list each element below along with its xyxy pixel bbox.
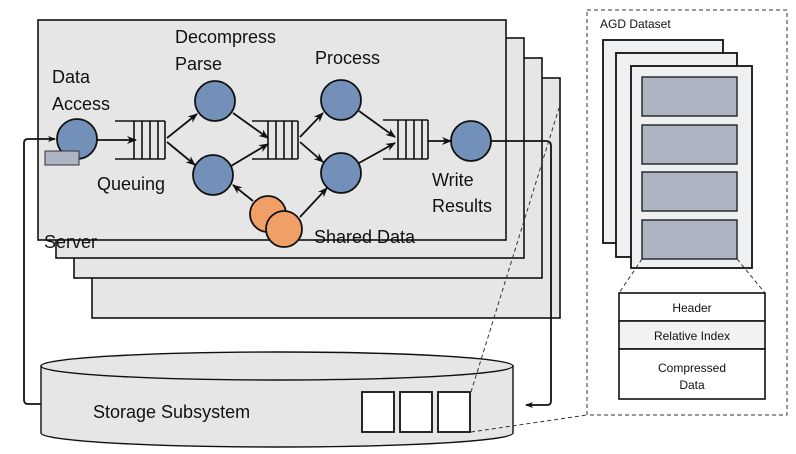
server-stack-overlay xyxy=(37,19,561,319)
edge-process-2-to-queue3 xyxy=(358,142,396,164)
queue-3 xyxy=(383,119,429,160)
agd-dataset-title: AGD Dataset xyxy=(600,17,671,31)
decompress-label: Decompress xyxy=(175,27,276,47)
edge-shared-to-process xyxy=(299,187,328,218)
edge-write-to-storage xyxy=(491,140,552,408)
agd-chunk-3 xyxy=(641,171,738,212)
data-access-buffer xyxy=(44,150,80,166)
process-node-1 xyxy=(320,79,362,121)
results-label: Results xyxy=(432,196,492,216)
queuing-label: Queuing xyxy=(97,174,165,194)
relative-index-label: Relative Index xyxy=(654,329,730,343)
storage-subsystem: Storage Subsystem xyxy=(40,351,514,448)
process-node-2 xyxy=(320,152,362,194)
edge-queue2-to-process-1 xyxy=(299,112,324,138)
storage-label: Storage Subsystem xyxy=(93,402,250,422)
decompress-node-2 xyxy=(192,154,234,196)
shared-data-node-2 xyxy=(265,210,303,248)
edge-queue2-to-process-2 xyxy=(299,141,324,163)
queue-2 xyxy=(252,120,299,160)
zoom-line-bottom xyxy=(470,414,588,433)
edge-queue1-to-decompress-2 xyxy=(166,141,196,166)
parse-label: Parse xyxy=(175,54,222,74)
edge-decompress-1-to-queue2 xyxy=(232,112,269,139)
chunk-relative-index xyxy=(618,320,766,350)
edge-queue1-to-decompress-1 xyxy=(166,113,198,139)
chunk-format: Header Relative Index Compressed Data xyxy=(618,292,766,400)
process-label: Process xyxy=(315,48,380,68)
compressed-label: Compressed xyxy=(658,361,726,375)
server-label: Server xyxy=(44,232,97,252)
edge-shared-to-decompress xyxy=(232,184,254,202)
data-access-label-line2: Access xyxy=(52,94,110,114)
agd-dataset-panel xyxy=(586,9,788,416)
storage-chunk-2 xyxy=(399,391,433,433)
decompress-node-1 xyxy=(194,80,236,122)
chunk-zoom-right xyxy=(736,258,766,294)
write-label: Write xyxy=(432,170,474,190)
shared-data-label: Shared Data xyxy=(314,227,416,247)
chunk-compressed-data xyxy=(618,348,766,400)
storage-chunk-3 xyxy=(437,391,471,433)
agd-chunk-2 xyxy=(641,124,738,165)
edge-storage-to-data-access xyxy=(23,136,56,405)
edge-decompress-2-to-queue2 xyxy=(230,143,269,167)
zoom-line-top xyxy=(470,107,560,393)
agd-chunk-1 xyxy=(641,76,738,117)
chunk-header xyxy=(618,292,766,322)
header-label: Header xyxy=(672,301,711,315)
data-access-label-line1: Data xyxy=(52,67,91,87)
write-results-node xyxy=(450,120,492,162)
edge-process-1-to-queue3 xyxy=(358,110,396,138)
storage-chunk-1 xyxy=(361,391,395,433)
data-label: Data xyxy=(679,378,705,392)
agd-chunk-4 xyxy=(641,219,738,260)
